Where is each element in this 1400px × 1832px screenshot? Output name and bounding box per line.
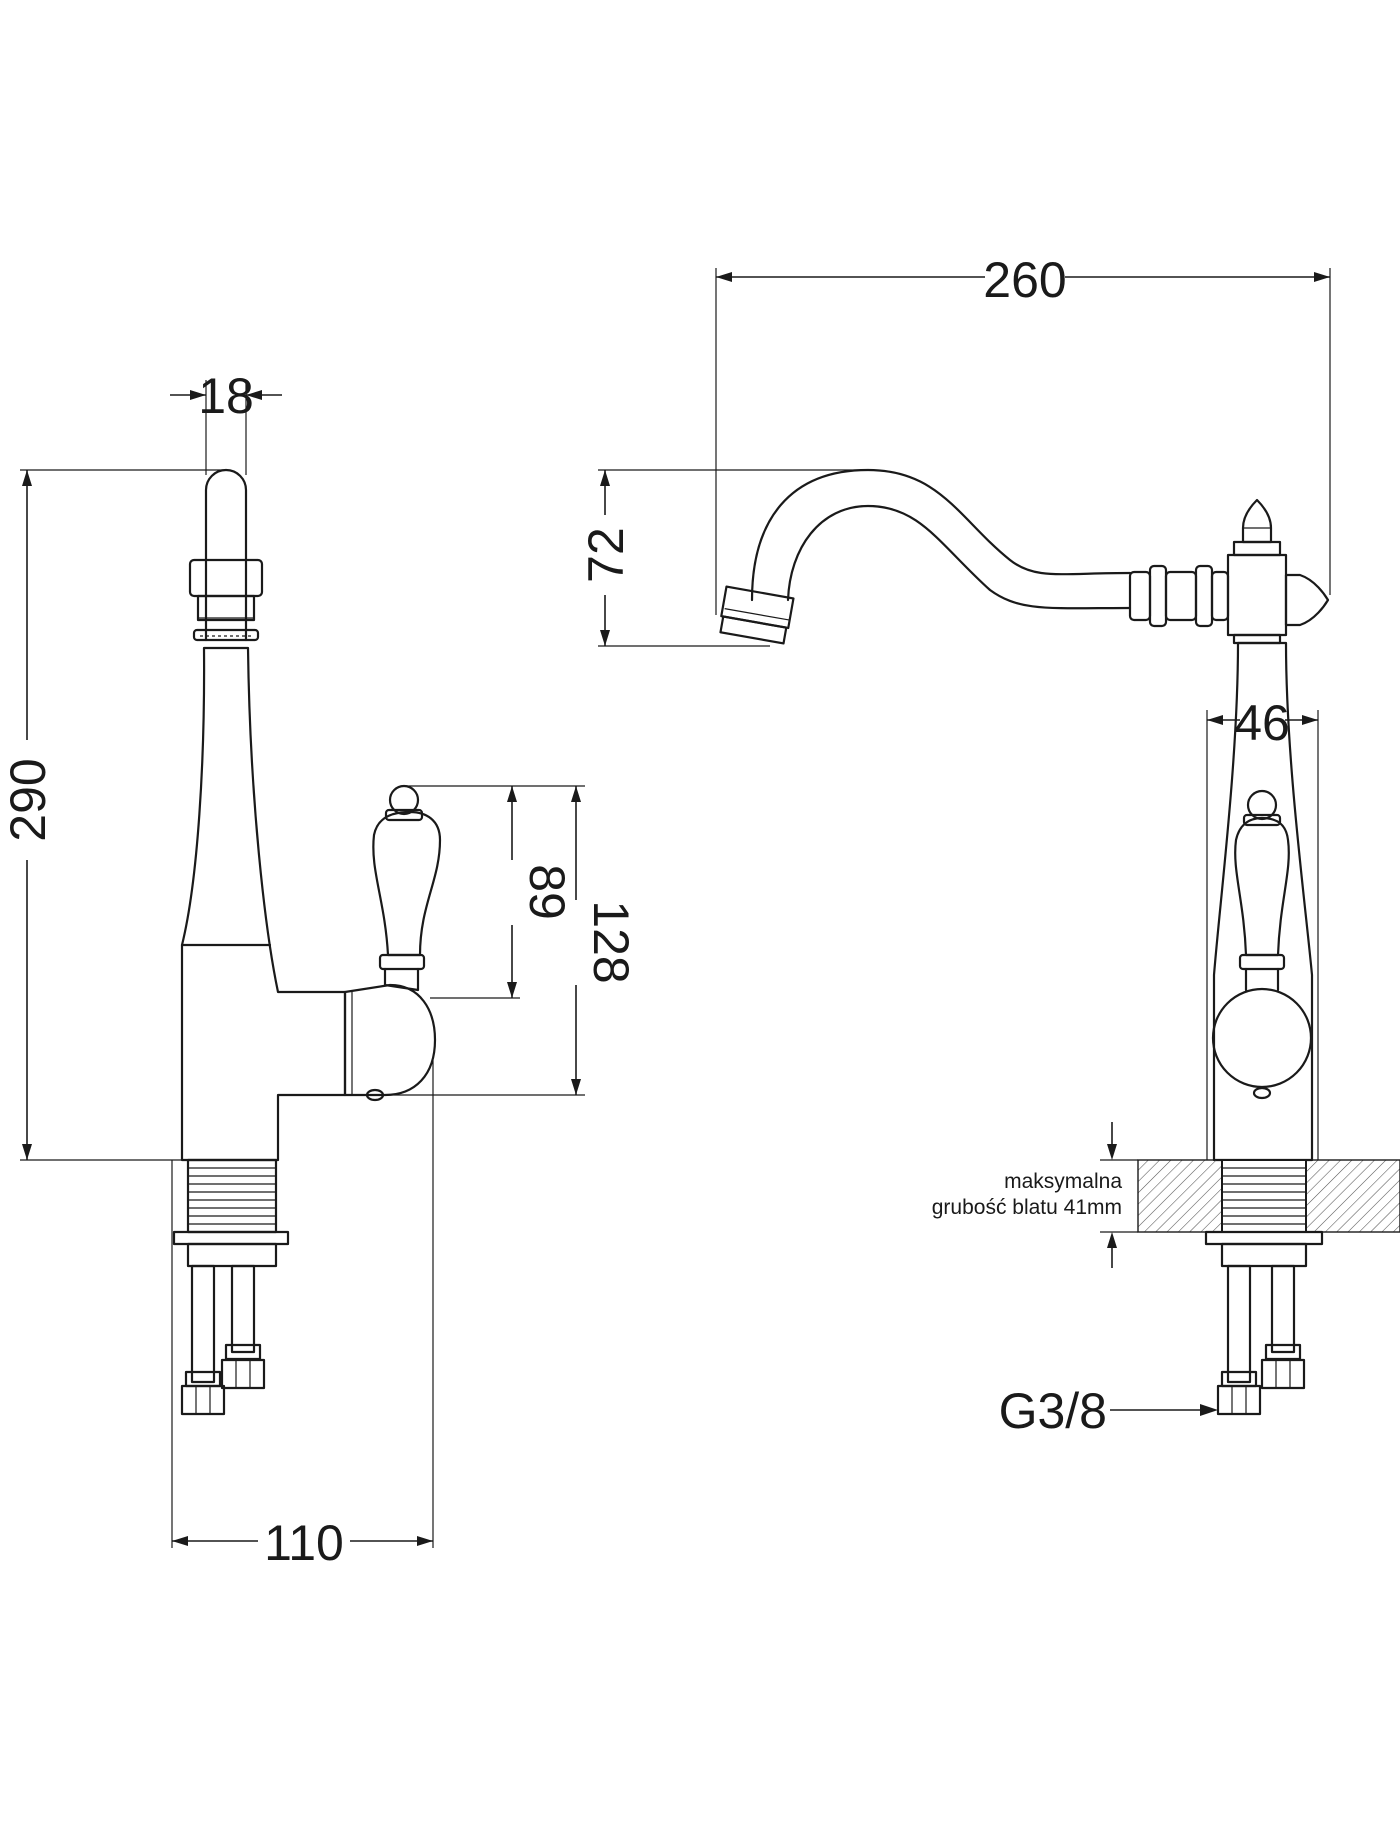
side-knob: [1284, 573, 1330, 627]
note-line-1: maksymalna: [1004, 1170, 1122, 1193]
note-line-2: grubość blatu 41mm: [932, 1196, 1122, 1219]
side-view: [172, 468, 442, 1416]
finial: [1241, 498, 1273, 544]
front-lever: [1234, 816, 1290, 957]
dim-label-89: 89: [519, 864, 575, 920]
dim-body-width: 46: [1206, 695, 1319, 1160]
dim-label-18: 18: [198, 368, 254, 424]
mounting-plate: [172, 1230, 290, 1246]
countertop-thickness-note: maksymalna grubość blatu 41mm: [932, 1122, 1138, 1268]
front-thread-lines: [1222, 1167, 1306, 1225]
dim-handle-height: 89: [404, 785, 585, 999]
handle-disc: [1211, 987, 1313, 1089]
dim-base-width: 110: [171, 1060, 434, 1571]
top-block: [1226, 553, 1288, 637]
hose-nut-left: [180, 1384, 226, 1416]
connection-label: G3/8: [999, 1383, 1107, 1439]
hose-nut-right: [220, 1358, 266, 1390]
spout-arc-outer: [750, 468, 1132, 602]
hose-left: [190, 1264, 216, 1384]
dim-label-260: 260: [983, 252, 1066, 308]
dim-label-46: 46: [1234, 695, 1290, 751]
faucet-body: [180, 646, 347, 1162]
dim-spout-height: 72: [578, 469, 868, 647]
front-hose-nut-left: [1216, 1384, 1262, 1416]
front-view: [719, 468, 1400, 1416]
spout-arc-inner: [786, 504, 1132, 610]
thread-lines: [188, 1167, 276, 1225]
front-hose-nut-right: [1260, 1358, 1306, 1390]
front-aerator: [719, 585, 795, 645]
handle-hub: [343, 983, 437, 1097]
dim-label-72: 72: [578, 527, 634, 583]
hose-right: [230, 1264, 256, 1354]
dim-handle-total: 128: [380, 786, 639, 1096]
spout-collar: [188, 558, 264, 598]
dim-reach: 260: [715, 252, 1331, 615]
dim-total-height: 290: [0, 469, 226, 1161]
dim-spout-width: 18: [170, 368, 282, 475]
lever-handle: [372, 810, 442, 957]
dim-label-110: 110: [264, 1515, 344, 1571]
connection-callout: G3/8: [999, 1383, 1218, 1439]
threaded-shank: [186, 1158, 278, 1234]
dim-label-128: 128: [583, 900, 639, 983]
aerator: [196, 594, 256, 622]
spout-tube: [204, 468, 248, 642]
dim-label-290: 290: [0, 758, 56, 841]
